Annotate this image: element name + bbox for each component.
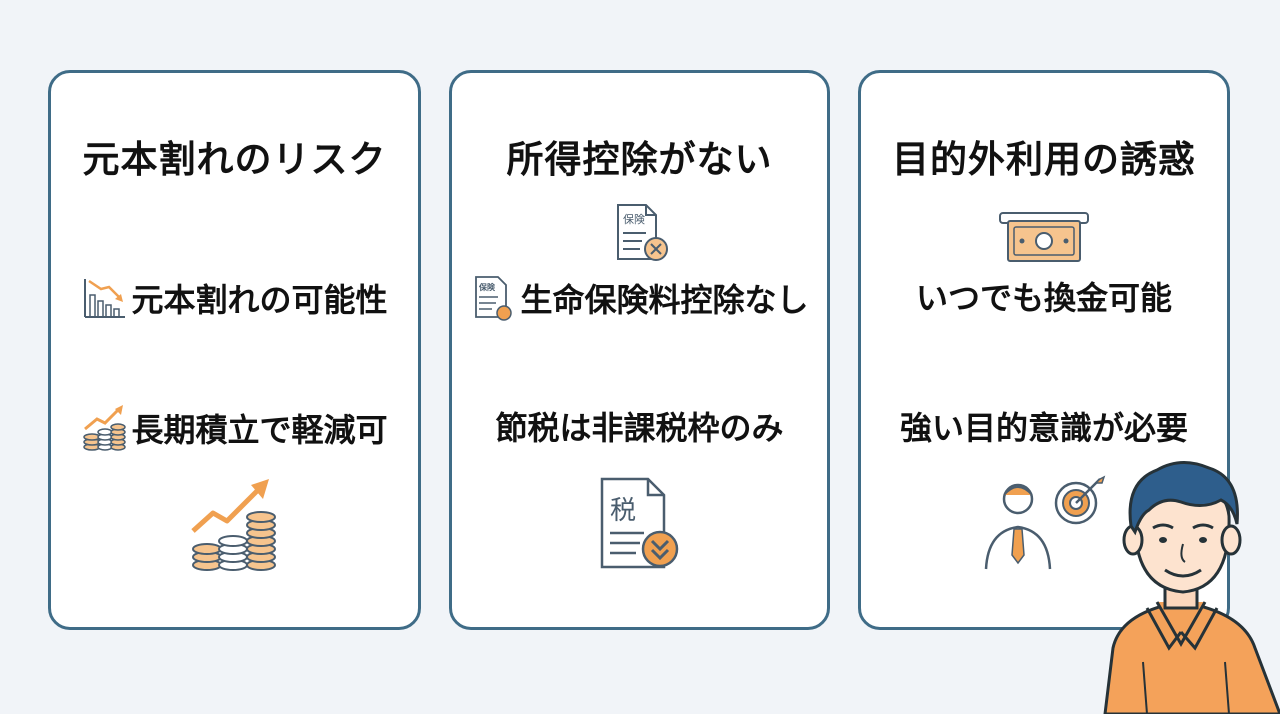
row-strong-purpose: 強い目的意識が必要 — [861, 403, 1227, 449]
row-text: 元本割れの可能性 — [131, 281, 388, 319]
row-text: 長期積立で軽減可 — [131, 411, 388, 449]
insurance-document-cross-icon: 保険 — [616, 204, 668, 261]
row-text: 生命保険料控除なし — [520, 281, 809, 319]
row-principal-loss: 元本割れの可能性 — [51, 273, 418, 323]
row-text: いつでも換金可能 — [915, 279, 1172, 317]
row-text: 強い目的意識が必要 — [899, 409, 1188, 447]
rising-coins-icon — [83, 405, 127, 451]
insurance-document-icon: 保険 — [475, 276, 513, 321]
card-title: 所得控除がない — [506, 138, 773, 181]
doc-label: 保険 — [623, 212, 645, 226]
row-no-insurance-deduction: 保険 生命保険料控除なし — [452, 273, 827, 323]
tax-label: 税 — [610, 496, 636, 526]
cash-withdrawal-icon — [999, 212, 1089, 262]
card-title: 元本割れのリスク — [82, 138, 387, 181]
doc-label-small: 保険 — [478, 282, 496, 292]
growth-coins-icon — [190, 479, 276, 571]
row-cash-anytime: いつでも換金可能 — [861, 273, 1227, 319]
row-text: 節税は非課税枠のみ — [495, 409, 784, 447]
card-principal-risk: 元本割れのリスク 元本割れの可能性 長期積立で軽 — [48, 70, 421, 630]
presenter-illustration — [1103, 461, 1280, 714]
row-long-term: 長期積立で軽減可 — [51, 403, 418, 453]
tax-document-icon: 税 — [600, 477, 678, 569]
card-no-deduction: 所得控除がない 保険 保険 生命保険料控除なし 節税は非課税枠のみ 税 — [449, 70, 830, 630]
card-title: 目的外利用の誘惑 — [892, 138, 1196, 181]
businessman-target-icon — [984, 475, 1106, 570]
row-tax-free-only: 節税は非課税枠のみ — [452, 403, 827, 449]
declining-chart-icon — [84, 279, 126, 318]
